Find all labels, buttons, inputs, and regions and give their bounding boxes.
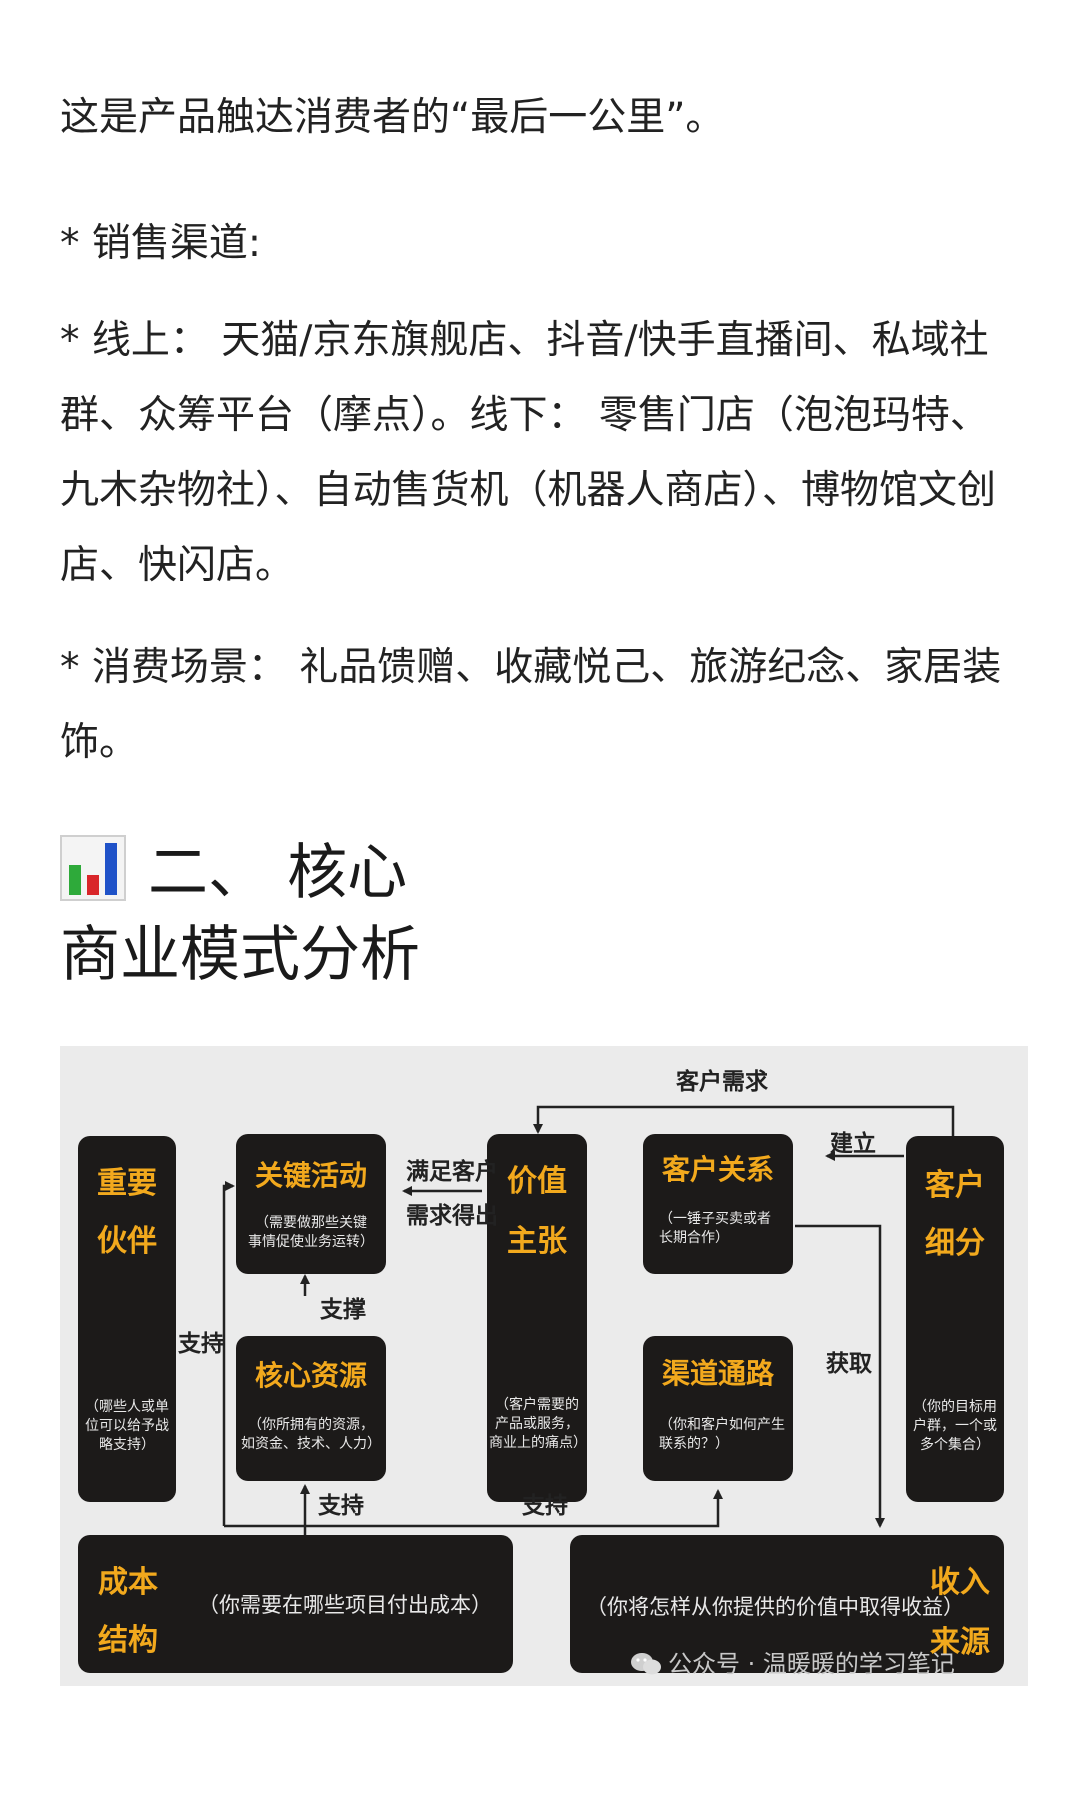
cost-structure-box: 成本 结构 （你需要在哪些项目付出成本） (78, 1535, 513, 1673)
value-proposition-desc-3: 商业上的痛点） (489, 1435, 587, 1451)
label-acquire: 获取 (826, 1351, 872, 1377)
label-support-partner: 支持 (178, 1331, 224, 1357)
key-partners-desc: （哪些人或单 位可以给予战 略支持） (82, 1398, 172, 1455)
revenue-streams-box: 收入 来源 （你将怎样从你提供的价值中取得收益） (570, 1535, 1004, 1673)
label-satisfy-1: 满足客户 (406, 1159, 498, 1185)
paragraph-online-offline: * 线上： 天猫/京东旗舰店、抖音/快手直播间、私域社群、众筹平台（摩点）。线下… (60, 318, 997, 588)
channels-desc: （你和客户如何产生 联系的？） (649, 1416, 787, 1454)
label-customer-needs: 客户需求 (676, 1069, 768, 1095)
label-support-cost: 支持 (318, 1493, 364, 1519)
revenue-streams-desc: （你将怎样从你提供的价值中取得收益） (586, 1595, 964, 1619)
customer-segments-desc-3: 多个集合） (920, 1437, 990, 1453)
connector-lines (222, 1105, 955, 1546)
customer-segments-title-1: 客户 (925, 1168, 985, 1203)
value-proposition-title-2: 主张 (507, 1224, 567, 1259)
channels-title: 渠道通路 (661, 1357, 774, 1390)
cost-structure-title-2: 结构 (98, 1623, 158, 1658)
business-model-canvas: 重要 伙伴 （哪些人或单 位可以给予战 略支持） 关键活动 （需要做那些关键 事… (60, 1046, 1028, 1686)
customer-segments-desc: （你的目标用 户群，一个或 多个集合） (910, 1398, 1000, 1455)
watermark: 公众号 · 温暖暖的学习笔记 (630, 1644, 955, 1683)
value-proposition-title-1: 价值 (507, 1164, 567, 1199)
revenue-streams-title-1: 收入 (930, 1565, 990, 1600)
key-activities-title: 关键活动 (254, 1159, 367, 1192)
key-activities-desc: （需要做那些关键 事情促使业务运转） (240, 1214, 382, 1252)
customer-relationships-desc-2: 长期合作） (659, 1230, 729, 1246)
key-resources-desc: （你所拥有的资源， 如资金、技术、人力） (240, 1416, 382, 1454)
paragraph-intro: 这是产品触达消费者的“最后一公里”。 (60, 95, 725, 140)
key-partners-desc-1: （哪些人或单 (85, 1399, 169, 1415)
customer-segments-box: 客户 细分 （你的目标用 户群，一个或 多个集合） (906, 1136, 1004, 1502)
label-support-channel: 支持 (522, 1493, 568, 1519)
customer-segments-desc-1: （你的目标用 (913, 1399, 997, 1415)
heading-line2: 商业模式分析 (60, 920, 420, 990)
watermark-text: 公众号 · 温暖暖的学习笔记 (668, 1650, 955, 1678)
cost-structure-desc: （你需要在哪些项目付出成本） (198, 1593, 492, 1617)
key-activities-desc-2: 事情促使业务运转） (248, 1234, 374, 1250)
channels-box: 渠道通路 （你和客户如何产生 联系的？） (643, 1336, 793, 1481)
cost-structure-title-1: 成本 (98, 1565, 158, 1600)
label-support-resource: 支撑 (320, 1297, 366, 1323)
key-activities-desc-1: （需要做那些关键 (255, 1215, 367, 1231)
heading-line1: 二、 核心 (148, 838, 408, 908)
channels-desc-1: （你和客户如何产生 (659, 1417, 785, 1433)
key-partners-desc-3: 略支持） (99, 1437, 155, 1453)
customer-segments-desc-2: 户群，一个或 (913, 1418, 997, 1434)
paragraph-sales-channel-heading: * 销售渠道: (60, 221, 262, 266)
value-proposition-desc-2: 产品或服务， (495, 1416, 579, 1432)
customer-relationships-box: 客户关系 （一锤子买卖或者 长期合作） (643, 1134, 793, 1274)
section-heading: 二、 核心 商业模式分析 (60, 832, 1020, 996)
key-resources-desc-2: 如资金、技术、人力） (241, 1436, 381, 1452)
label-satisfy-2: 需求得出 (406, 1203, 498, 1229)
key-partners-box: 重要 伙伴 （哪些人或单 位可以给予战 略支持） (78, 1136, 176, 1502)
wechat-icon (630, 1651, 662, 1683)
value-proposition-box: 价值 主张 （客户需要的 产品或服务， 商业上的痛点） (487, 1134, 587, 1502)
key-partners-title-2: 伙伴 (97, 1224, 157, 1259)
key-partners-title-1: 重要 (97, 1166, 157, 1201)
label-build: 建立 (830, 1131, 876, 1157)
key-activities-box: 关键活动 （需要做那些关键 事情促使业务运转） (236, 1134, 386, 1274)
channels-desc-2: 联系的？） (659, 1436, 729, 1452)
customer-relationships-desc: （一锤子买卖或者 长期合作） (649, 1210, 787, 1248)
value-proposition-desc: （客户需要的 产品或服务， 商业上的痛点） (489, 1396, 587, 1453)
revenue-streams-title-2: 来源 (930, 1625, 990, 1660)
key-resources-desc-1: （你所拥有的资源， (248, 1417, 374, 1433)
customer-relationships-desc-1: （一锤子买卖或者 (659, 1211, 771, 1227)
customer-segments-title-2: 细分 (925, 1226, 985, 1261)
key-resources-title: 核心资源 (254, 1359, 367, 1392)
value-proposition-desc-1: （客户需要的 (495, 1397, 579, 1413)
key-resources-box: 核心资源 （你所拥有的资源， 如资金、技术、人力） (236, 1336, 386, 1481)
bar-chart-icon (60, 835, 126, 901)
key-partners-desc-2: 位可以给予战 (85, 1418, 169, 1434)
paragraph-scenes: * 消费场景： 礼品馈赠、收藏悦己、旅游纪念、家居装饰。 (60, 645, 1002, 765)
customer-relationships-title: 客户关系 (661, 1153, 774, 1186)
